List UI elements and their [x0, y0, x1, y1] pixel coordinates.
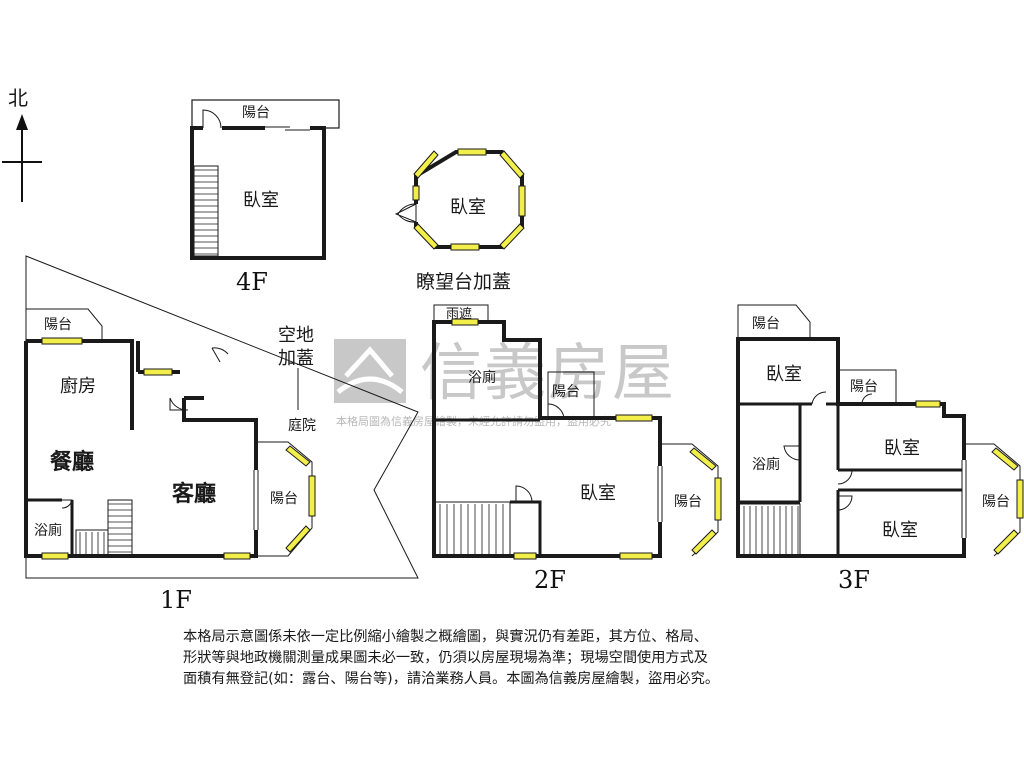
2f-canopy: [433, 304, 489, 322]
4f-stairs: [193, 165, 219, 257]
1f-empty-lot-label: 空地: [278, 325, 314, 346]
2f-bedroom-label: 臥室: [580, 483, 616, 504]
floor-4f: [190, 99, 340, 260]
2f-canopy-label: 雨遮: [446, 306, 472, 322]
3f-stairs: [737, 503, 801, 557]
3f-bedroom-nw-label: 臥室: [766, 364, 802, 385]
1f-windows: [41, 337, 316, 560]
4f-floor-label: 4F: [236, 268, 268, 296]
4f-bedroom-walls: [190, 126, 326, 260]
3f-floor-label: 3F: [838, 566, 870, 594]
1f-bay-balcony-label: 陽台: [270, 491, 298, 507]
1f-courtyard-label: 庭院: [288, 417, 316, 434]
3f-door-icon: [783, 445, 801, 461]
1f-balcony-top: [26, 308, 103, 341]
compass-north-label: 北: [8, 86, 28, 110]
tower-windows: [412, 148, 526, 251]
tower-door-icon: [394, 203, 417, 223]
floor-3f: [736, 304, 1021, 558]
watermark-brand: 信義房屋: [420, 336, 676, 409]
3f-small-balcony: [838, 369, 897, 404]
3f-small-balcony-label: 陽台: [850, 379, 878, 395]
3f-bay-balcony-label: 陽台: [982, 494, 1010, 510]
3f-bedroom-se-label: 臥室: [882, 520, 918, 541]
4f-door-icon: [202, 109, 222, 129]
1f-living-label: 客廳: [172, 481, 216, 507]
2f-stairs: [433, 501, 511, 557]
north-arrowhead-icon: [16, 114, 28, 130]
disclaimer: 本格局示意圖係未依一定比例縮小繪製之概繪圖，與實況仍有差距，其方位、格局、 形狀…: [183, 627, 843, 690]
3f-bath-label: 浴廁: [752, 456, 780, 473]
2f-mid-balcony-label: 陽台: [552, 384, 580, 400]
2f-bath-label: 浴廁: [468, 369, 496, 386]
tower-label: 瞭望台加蓋: [416, 271, 511, 293]
1f-door-icon: [169, 397, 189, 411]
1f-bath-label: 浴廁: [34, 522, 62, 539]
disclaimer-line-3: 面積有無登記(如：露台、陽台等)，請洽業務人員。本圖為信義房屋繪製，盜用必究。: [183, 671, 720, 687]
4f-bedroom-label: 臥室: [243, 190, 279, 211]
2f-door-icon: [515, 485, 533, 503]
1f-kitchen-label: 廚房: [60, 375, 96, 397]
disclaimer-line-2: 形狀等與地政機關測量成果圖未必一致，仍須以房屋現場為準；現場空間使用方式及: [183, 650, 708, 666]
watermark: 信義房屋 本格局圖為信義房屋繪製，未經允許請勿盜用，盜用必究: [334, 336, 676, 428]
compass: 北: [2, 86, 42, 202]
1f-balcony-top-label: 陽台: [44, 317, 72, 333]
tower-bedroom-label: 臥室: [450, 197, 486, 218]
1f-dining-label: 餐廳: [50, 449, 94, 475]
3f-bedroom-ne-label: 臥室: [884, 438, 920, 459]
3f-balcony-top-label: 陽台: [752, 316, 780, 332]
4f-balcony-label: 陽台: [242, 105, 270, 121]
3f-outer-walls: [736, 337, 966, 558]
2f-bay-balcony-label: 陽台: [674, 494, 702, 510]
3f-balcony-top: [737, 304, 811, 339]
floor-2f: [432, 304, 719, 558]
2f-windows: [451, 318, 722, 560]
2f-mid-balcony: [547, 371, 595, 419]
1f-floor-label: 1F: [160, 586, 192, 614]
2f-floor-label: 2F: [534, 566, 566, 594]
1f-addition-label: 加蓋: [278, 348, 314, 369]
floor-1f: [24, 255, 419, 579]
disclaimer-line-1: 本格局示意圖係未依一定比例縮小繪製之概繪圖，與實況仍有差距，其方位、格局、: [183, 629, 708, 645]
3f-windows: [915, 400, 1024, 555]
